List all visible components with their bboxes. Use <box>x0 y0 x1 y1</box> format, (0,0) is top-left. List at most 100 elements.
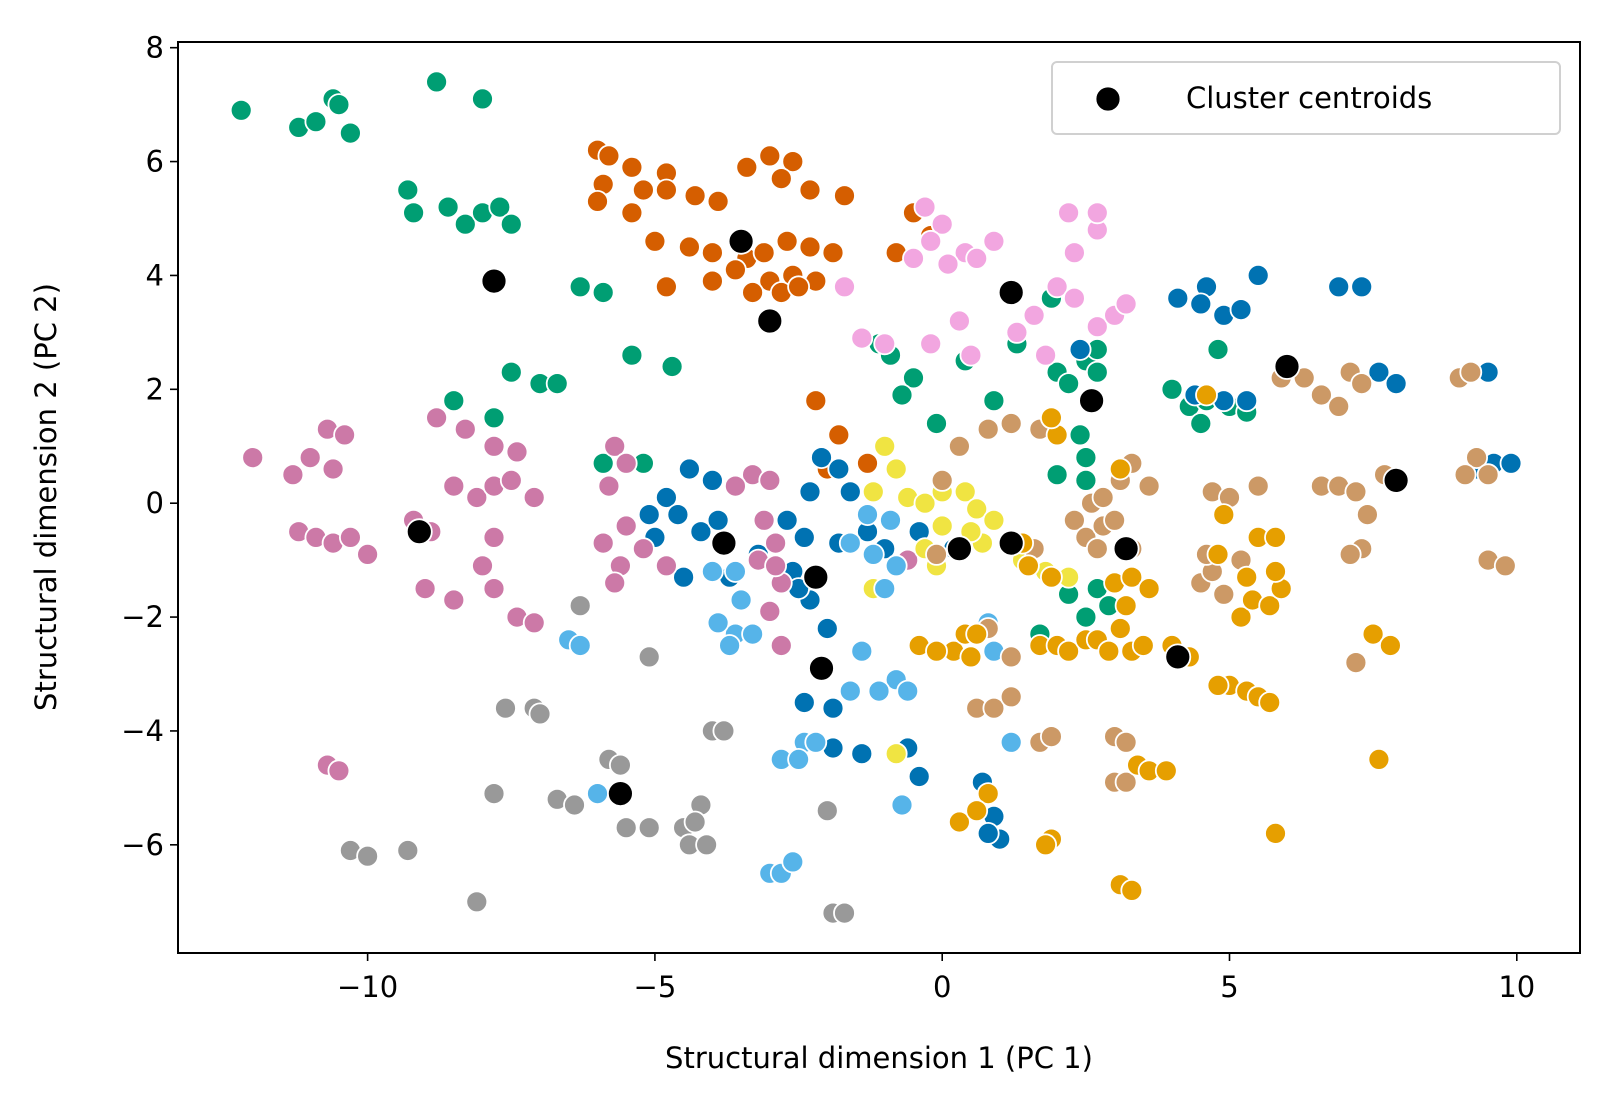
scatter-point <box>781 850 805 874</box>
scatter-point <box>724 474 747 498</box>
scatter-point <box>1258 594 1282 618</box>
y-tick-label: 6 <box>146 145 164 179</box>
y-tick-label: −2 <box>121 600 164 634</box>
scatter-point <box>1085 537 1109 561</box>
scatter-point <box>925 412 948 435</box>
scatter-point <box>655 486 678 509</box>
scatter-point <box>637 503 661 526</box>
scatter-point <box>976 822 1000 845</box>
scatter-point <box>678 235 701 259</box>
scatter-point <box>1074 446 1098 470</box>
x-tick-label: 10 <box>1498 970 1535 1004</box>
scatter-point <box>528 702 552 726</box>
scatter-point <box>591 451 615 475</box>
scatter-point <box>896 679 920 703</box>
scatter-point <box>982 508 1006 532</box>
scatter-point <box>752 241 776 265</box>
scatter-point <box>482 577 506 600</box>
legend-frame <box>1051 61 1561 135</box>
x-tick-label: −10 <box>337 970 398 1004</box>
scatter-point <box>781 150 805 174</box>
scatter-point <box>804 730 828 754</box>
scatter-point <box>1057 639 1080 663</box>
scatter-point <box>810 446 833 470</box>
scatter-point <box>494 696 517 720</box>
scatter-point <box>1034 833 1057 857</box>
cluster-centroid-point <box>808 654 835 682</box>
scatter-point <box>563 793 586 817</box>
scatter-point <box>798 235 822 259</box>
scatter-point <box>465 486 489 509</box>
scatter-point <box>850 639 874 663</box>
scatter-point <box>1137 474 1161 498</box>
scatter-point <box>1085 201 1109 225</box>
scatter-point <box>724 258 747 282</box>
scatter-point <box>861 543 885 566</box>
scatter-point <box>815 617 839 640</box>
scatter-point <box>787 748 810 771</box>
scatter-point <box>758 468 782 492</box>
legend-entry-label: Cluster centroids <box>1186 81 1432 115</box>
scatter-point <box>982 389 1006 413</box>
scatter-point <box>838 679 862 703</box>
scatter-point <box>1367 748 1391 771</box>
scatter-point <box>1476 463 1500 487</box>
scatter-point <box>1212 503 1236 526</box>
scatter-point <box>1264 560 1287 583</box>
scatter-point <box>609 753 632 777</box>
scatter-point <box>1057 201 1080 225</box>
scatter-point <box>701 269 724 293</box>
scatter-point <box>1264 526 1287 549</box>
scatter-point <box>1453 463 1477 487</box>
scatter-point <box>999 412 1023 435</box>
scatter-point <box>706 611 730 635</box>
scatter-point <box>453 417 477 441</box>
scatter-point <box>769 634 793 657</box>
cluster-centroid-point <box>802 563 830 591</box>
scatter-point <box>402 201 426 225</box>
scatter-point <box>712 719 736 743</box>
cluster-centroid-point <box>480 267 508 295</box>
cluster-centroid-point <box>1112 535 1140 563</box>
scatter-point <box>1361 622 1385 646</box>
scatter-point <box>798 480 822 504</box>
scatter-point <box>1114 770 1138 794</box>
scatter-point <box>890 383 914 407</box>
scatter-point <box>1206 338 1230 361</box>
scatter-point <box>1160 377 1184 401</box>
scatter-point <box>913 195 937 219</box>
scatter-point <box>1246 474 1270 498</box>
cluster-centroid-point <box>727 227 755 255</box>
scatter-point <box>741 281 764 304</box>
legend: Cluster centroids <box>1051 61 1561 135</box>
scatter-point <box>1063 286 1086 310</box>
scatter-point <box>827 423 851 447</box>
scatter-point <box>815 799 839 823</box>
scatter-point <box>884 457 908 481</box>
scatter-point <box>1327 275 1351 299</box>
scatter-point <box>396 839 420 862</box>
scatter-point <box>683 184 707 208</box>
scatter-point <box>913 491 937 515</box>
scatter-point <box>321 457 345 481</box>
scatter-point <box>787 275 810 299</box>
scatter-point <box>976 782 1000 805</box>
scatter-point <box>442 588 466 612</box>
scatter-point <box>999 645 1023 669</box>
scatter-point <box>879 508 902 532</box>
scatter-point <box>1005 320 1029 344</box>
scatter-point <box>1068 338 1092 361</box>
scatter-point <box>1074 468 1098 492</box>
scatter-point <box>678 457 701 481</box>
scatter-point <box>752 508 776 532</box>
scatter-point <box>758 144 782 168</box>
scatter-point <box>695 833 718 857</box>
scatter-point <box>821 696 845 720</box>
scatter-point <box>948 434 971 458</box>
scatter-point <box>856 503 879 526</box>
scatter-point <box>1465 446 1488 470</box>
plot-frame <box>177 41 1581 954</box>
scatter-point <box>890 793 914 817</box>
scatter-point <box>930 514 954 538</box>
